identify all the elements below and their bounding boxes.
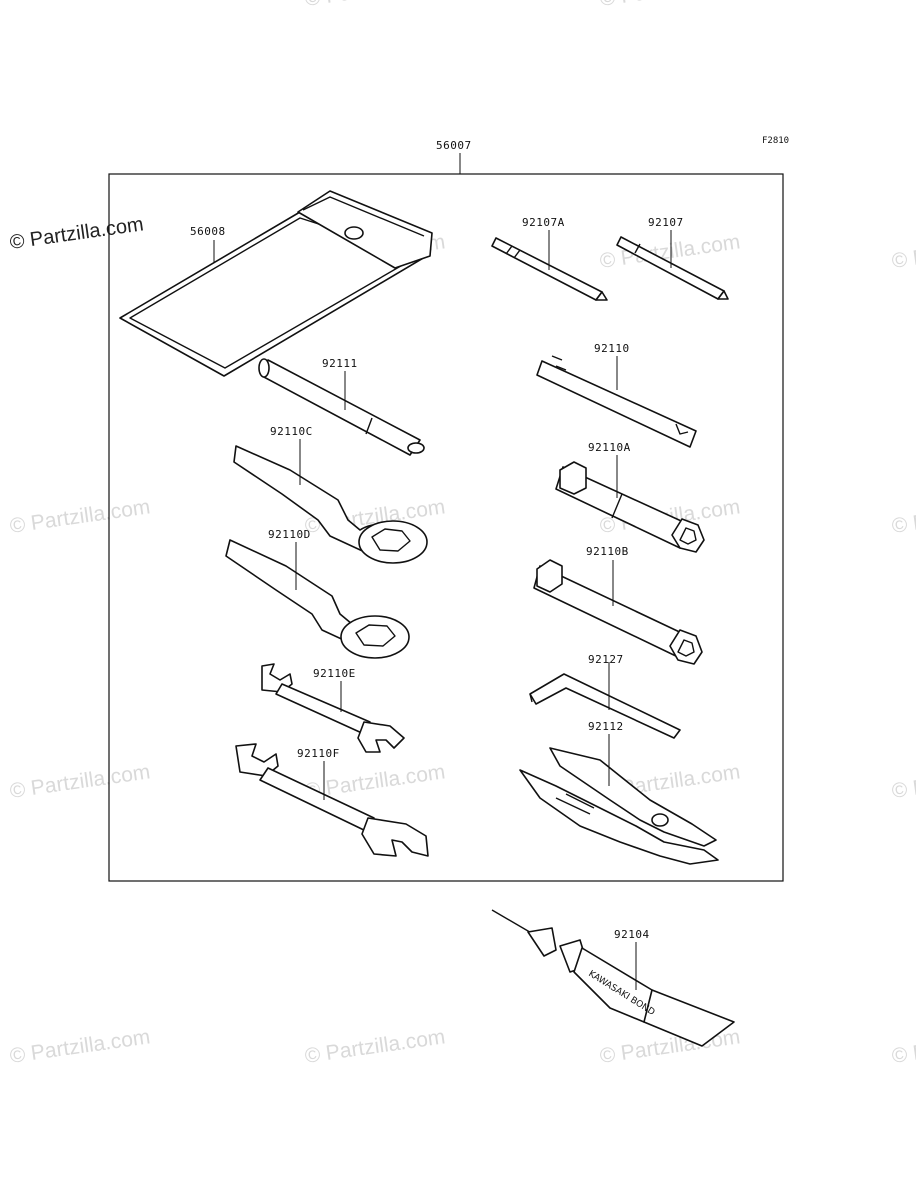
ring-spanner-icon	[233, 445, 428, 564]
flat-tool-icon	[536, 355, 697, 448]
tool-pouch-icon	[119, 190, 433, 377]
part-label-56007[interactable]: 56007	[436, 139, 472, 152]
box-spanner-icon	[533, 559, 703, 665]
pliers-icon	[519, 747, 719, 865]
kit-frame	[108, 173, 784, 882]
part-label-92127[interactable]: 92127	[588, 653, 624, 666]
part-label-92110E[interactable]: 92110E	[313, 667, 356, 680]
bond-tube-icon: KAWASAKI BOND	[491, 909, 735, 1047]
ring-spanner-icon	[225, 539, 410, 659]
figure-code: F2810	[762, 136, 790, 146]
part-label-92107[interactable]: 92107	[648, 216, 684, 229]
part-label-92104[interactable]: 92104	[614, 928, 650, 941]
tool-handle-icon	[258, 358, 425, 456]
part-label-92112[interactable]: 92112	[588, 720, 624, 733]
screwdriver-bit-icon	[616, 236, 729, 300]
hex-key-icon	[529, 673, 681, 739]
part-label-92110B[interactable]: 92110B	[586, 545, 629, 558]
screwdriver-bit-icon	[491, 237, 608, 301]
wrench-icon	[235, 743, 429, 857]
part-label-92111[interactable]: 92111	[322, 357, 358, 370]
wrench-icon	[261, 663, 405, 753]
part-label-92110F[interactable]: 92110F	[297, 747, 340, 760]
part-label-92110[interactable]: 92110	[594, 342, 630, 355]
part-label-56008[interactable]: 56008	[190, 225, 226, 238]
part-label-92110D[interactable]: 92110D	[268, 528, 311, 541]
box-spanner-icon	[555, 461, 705, 553]
part-label-92110C[interactable]: 92110C	[270, 425, 313, 438]
part-label-92107A[interactable]: 92107A	[522, 216, 565, 229]
part-label-92110A[interactable]: 92110A	[588, 441, 631, 454]
